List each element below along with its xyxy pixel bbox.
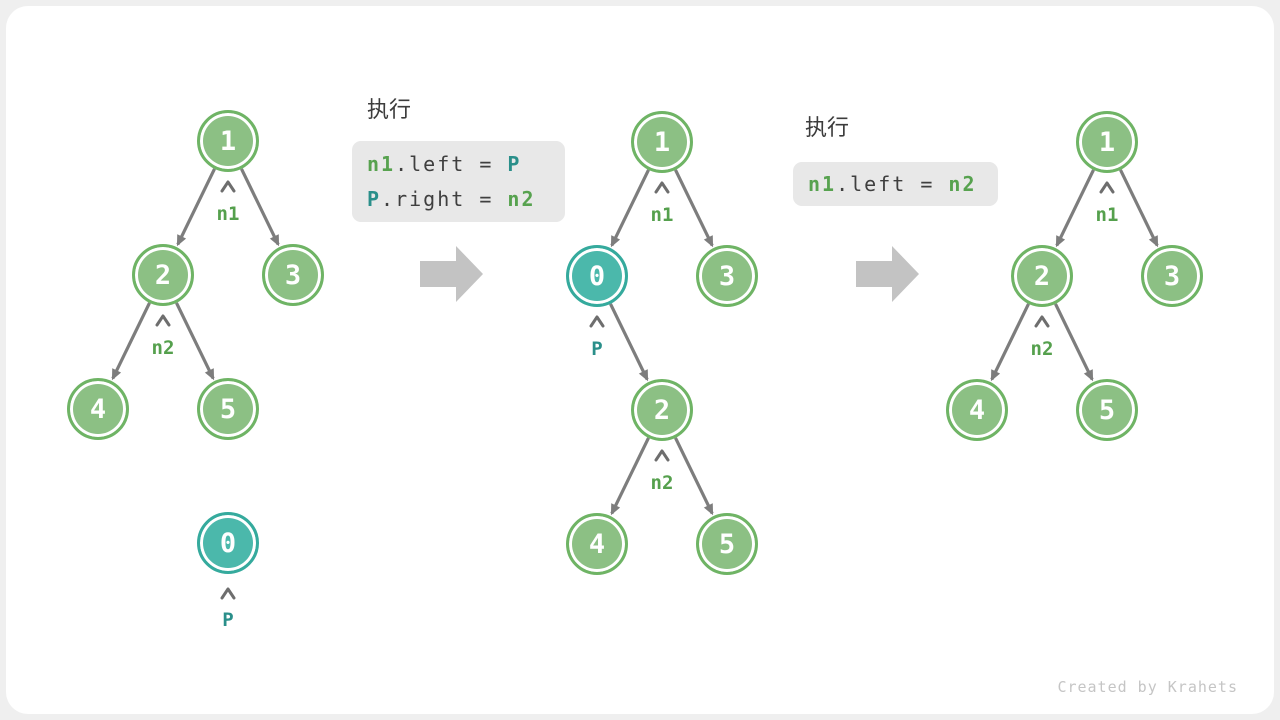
edge-final-1-3 — [1119, 169, 1159, 248]
edge-initial-2-5 — [175, 302, 215, 381]
final-tree-edges — [990, 169, 1159, 382]
code-block-step1: n1.left = P P.right = n2 — [352, 141, 565, 222]
linked-node-2: 2 — [631, 379, 693, 441]
caret-final-n2-icon — [1034, 315, 1050, 328]
code-token-n2: n2 — [948, 172, 977, 196]
edge-final-1-2 — [1055, 169, 1095, 248]
initial-node-1: 1 — [197, 110, 259, 172]
final-node-4: 4 — [946, 379, 1008, 441]
edge-linked-0-2 — [609, 303, 649, 382]
final-node-5: 5 — [1076, 379, 1138, 441]
linked-tree-edges — [609, 169, 714, 516]
exec-label-step1: 执行 — [367, 98, 412, 123]
edge-final-2-4 — [990, 303, 1030, 382]
caret-linked-n1-icon — [654, 181, 670, 194]
caret-initial-n1-icon — [220, 180, 236, 193]
initial-node-4: 4 — [67, 378, 129, 440]
code-token-p: P — [367, 187, 382, 211]
code-line-2: P.right = n2 — [352, 182, 565, 217]
exec-label-step2: 执行 — [805, 116, 850, 141]
linked-node-0: 0 — [566, 245, 628, 307]
final-node-2: 2 — [1011, 245, 1073, 307]
edge-final-2-5 — [1054, 303, 1094, 382]
initial-tree-edges — [111, 168, 280, 381]
edge-initial-2-4 — [111, 302, 151, 381]
caret-linked-p-icon — [589, 315, 605, 328]
code-token-right-assign: .right = — [381, 187, 508, 211]
linked-node-4: 4 — [566, 513, 628, 575]
pointer-label-initial-p: P — [222, 609, 234, 631]
pointer-label-initial-n1: n1 — [216, 203, 240, 225]
caret-initial-n2-icon — [155, 314, 171, 327]
transition-arrow-2-icon — [856, 246, 919, 302]
edge-initial-1-3 — [240, 168, 280, 247]
code-token-left-assign: .left = — [836, 172, 949, 196]
code-token-n1: n1 — [808, 172, 837, 196]
edge-linked-2-4 — [610, 437, 650, 516]
pointer-label-linked-n2: n2 — [650, 472, 674, 494]
final-node-1: 1 — [1076, 111, 1138, 173]
watermark-credit: Created by Krahets — [1057, 678, 1238, 696]
final-node-3: 3 — [1141, 245, 1203, 307]
pointer-label-initial-n2: n2 — [151, 337, 175, 359]
code-token-p: P — [507, 152, 522, 176]
code-block-step2: n1.left = n2 — [793, 162, 998, 206]
pointer-label-final-n2: n2 — [1030, 338, 1054, 360]
edge-initial-1-2 — [176, 168, 216, 247]
initial-node-5: 5 — [197, 378, 259, 440]
initial-node-2: 2 — [132, 244, 194, 306]
transition-arrow-1-icon — [420, 246, 483, 302]
pointer-label-linked-p: P — [591, 338, 603, 360]
caret-initial-p-icon — [220, 587, 236, 600]
pointer-label-linked-n1: n1 — [650, 204, 674, 226]
code-token-left-assign: .left = — [395, 152, 508, 176]
code-line-1: n1.left = n2 — [793, 162, 998, 206]
pointer-carets — [155, 180, 1115, 600]
caret-linked-n2-icon — [654, 449, 670, 462]
caret-final-n1-icon — [1099, 181, 1115, 194]
pointer-label-final-n1: n1 — [1095, 204, 1119, 226]
code-line-1: n1.left = P — [352, 147, 565, 182]
edge-linked-1-3 — [674, 169, 714, 248]
edge-linked-1-0 — [610, 169, 650, 248]
initial-node-3: 3 — [262, 244, 324, 306]
linked-node-3: 3 — [696, 245, 758, 307]
linked-node-1: 1 — [631, 111, 693, 173]
code-token-n2: n2 — [507, 187, 536, 211]
initial-node-0: 0 — [197, 512, 259, 574]
code-token-n1: n1 — [367, 152, 396, 176]
linked-node-5: 5 — [696, 513, 758, 575]
edge-linked-2-5 — [674, 437, 714, 516]
